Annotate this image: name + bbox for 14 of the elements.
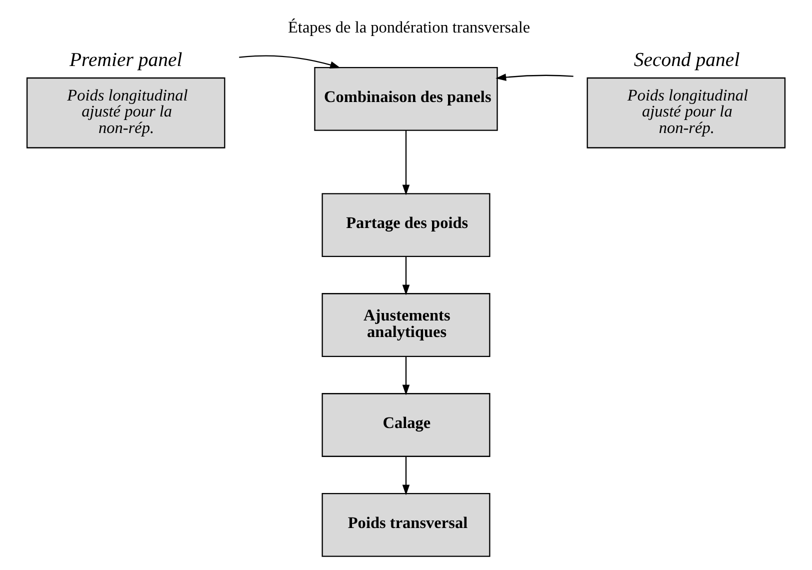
arrow [402, 456, 410, 495]
node-box: Combinaison des panels [314, 66, 498, 130]
node-box: Ajustements analytiques [322, 292, 490, 356]
arrow [402, 130, 410, 195]
node-label: Second panel [634, 48, 740, 70]
node-box: Partage des poids [322, 192, 490, 257]
arrow [402, 356, 410, 395]
arrow [496, 73, 574, 80]
diagram-title: Étapes de la pondération transversale [288, 18, 530, 36]
node-box: Poids transversal [322, 492, 490, 556]
arrow [239, 54, 341, 68]
node-box: Calage [322, 392, 490, 456]
node-label: Premier panel [69, 48, 182, 70]
arrow [402, 256, 410, 295]
